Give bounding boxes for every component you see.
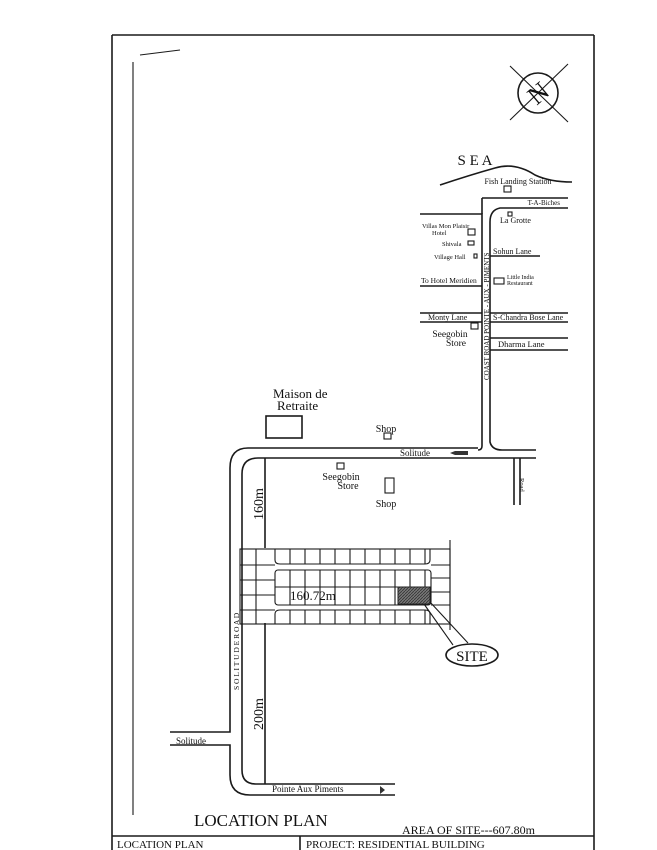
la-grotte-label: La Grotte: [500, 216, 531, 225]
fish-landing-building: [503, 185, 512, 193]
monty-lane-label: Monty Lane: [428, 313, 468, 322]
dharma-lane-label: Dharma Lane: [498, 339, 545, 349]
shivala-label: Shivala: [442, 241, 462, 248]
villas-label: Villas Mon Plaisir: [422, 223, 470, 230]
solitude-road: [170, 447, 536, 796]
arrow-left-icon: [450, 451, 468, 455]
seegobin-store-top-label: Seegobin: [432, 330, 468, 340]
maison-label: Maison de: [273, 386, 328, 401]
north-arrow-icon: N: [509, 63, 569, 123]
shop-mid-label: Shop: [376, 499, 397, 510]
distance-160m-label: 160m: [252, 488, 267, 520]
pointe-aux-piments-label: Pointe Aux Piments: [272, 784, 344, 794]
fish-landing-label: Fish Landing Station: [484, 177, 551, 186]
road-label: Road: [518, 478, 525, 492]
hotel-label: Hotel: [432, 230, 447, 237]
solitude-left-label: Solitude: [176, 736, 206, 746]
village-hall-label: Village Hall: [434, 254, 466, 261]
site-leader: [423, 601, 469, 646]
chandra-bose-lane-label: S-Chandra Bose Lane: [493, 313, 564, 322]
drawing-title: LOCATION PLAN: [194, 811, 328, 830]
seegobin-store-label: Seegobin: [322, 472, 359, 483]
trou-aux-biches-label: T-A-Biches: [528, 199, 561, 207]
arrow-right-icon: [368, 786, 385, 794]
title-block-left: LOCATION PLAN: [117, 839, 204, 850]
distance-160-72m-label: 160.72m: [290, 588, 336, 603]
solitude-top-label: Solitude: [400, 448, 430, 458]
title-block-right: PROJECT: RESIDENTIAL BUILDING: [306, 839, 485, 850]
sea-label: S E A: [457, 153, 492, 169]
store-label: Store: [337, 481, 359, 492]
site-callout: [445, 643, 499, 667]
coast-road: [420, 197, 568, 451]
coastline: [439, 165, 573, 186]
distance-200m-label: 200m: [252, 698, 267, 730]
coast-road-label: COAST ROAD POINTE - AUX - PIMENTS: [483, 252, 491, 380]
store-top-label: Store: [446, 339, 466, 349]
subdivision-grid: [239, 540, 451, 630]
drawing-frame: [111, 34, 595, 850]
maison-building: [265, 415, 303, 439]
shop-top-label: Shop: [376, 424, 397, 435]
site-label: SITE: [456, 649, 488, 665]
solitude-road-label: S O L I T U D E R O A D: [232, 612, 241, 690]
sohun-lane-label: Sohun Lane: [493, 247, 532, 256]
little-india-label: Little India: [507, 275, 534, 281]
site-plot: [397, 586, 431, 605]
retraite-label: Retraite: [277, 398, 318, 413]
to-hotel-meridien-label: To Hotel Meridien: [421, 276, 477, 285]
restaurant-label: Restaurant: [507, 281, 533, 287]
area-of-site: AREA OF SITE---607.80m: [402, 823, 536, 837]
